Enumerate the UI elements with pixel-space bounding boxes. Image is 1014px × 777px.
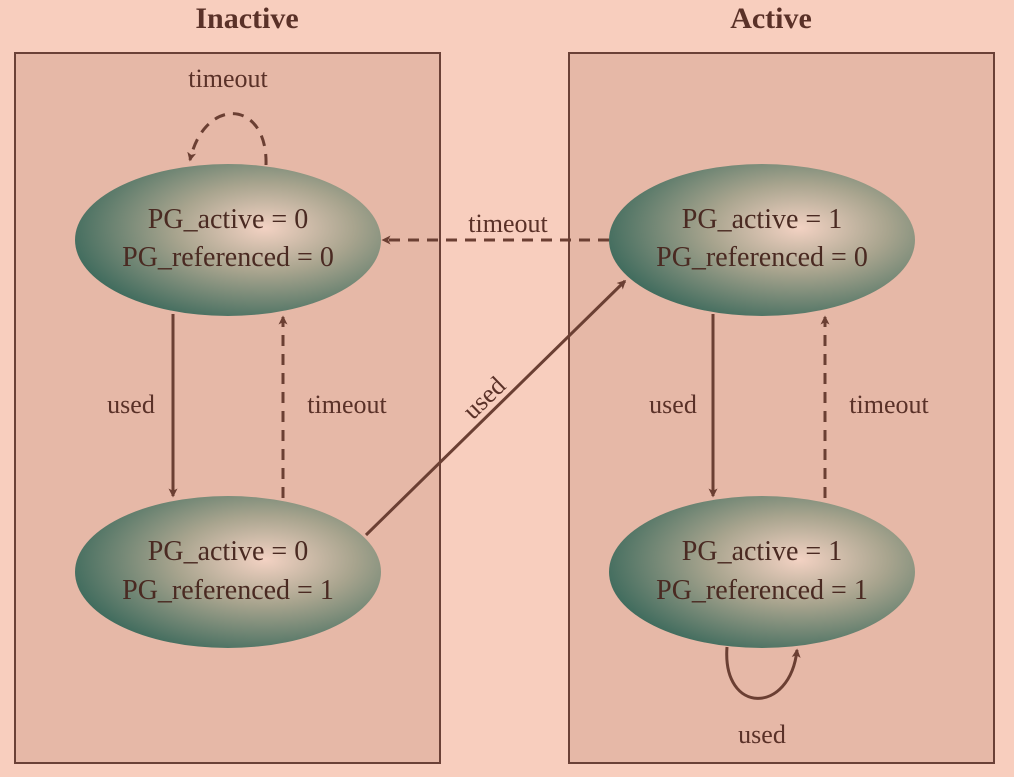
node-active-referenced: PG_active = 1 PG_referenced = 1 xyxy=(609,496,915,648)
node-active-flag: PG_active = 0 xyxy=(148,536,308,567)
inactive-self-loop-edge xyxy=(187,112,268,166)
active-group-title: Active xyxy=(730,2,812,35)
node-referenced-flag: PG_referenced = 0 xyxy=(656,242,868,273)
node-ellipse xyxy=(609,164,915,316)
active-used-label: used xyxy=(649,390,697,419)
inactive-group-title: Inactive xyxy=(195,2,298,35)
node-referenced-flag: PG_referenced = 1 xyxy=(122,575,334,606)
active-to-inactive-timeout-label: timeout xyxy=(468,209,548,238)
node-active-flag: PG_active = 0 xyxy=(148,204,308,235)
node-inactive-unreferenced: PG_active = 0 PG_referenced = 0 xyxy=(75,164,381,316)
inactive-self-loop-label: timeout xyxy=(188,64,268,93)
active-timeout-label: timeout xyxy=(849,390,929,419)
inactive-used-label: used xyxy=(107,390,155,419)
promote-used-edge xyxy=(364,279,627,537)
node-active-flag: PG_active = 1 xyxy=(682,536,842,567)
node-ellipse xyxy=(609,496,915,648)
inactive-timeout-label: timeout xyxy=(307,390,387,419)
node-inactive-referenced: PG_active = 0 PG_referenced = 1 xyxy=(75,496,381,648)
node-active-flag: PG_active = 1 xyxy=(682,204,842,235)
node-referenced-flag: PG_referenced = 1 xyxy=(656,575,868,606)
node-referenced-flag: PG_referenced = 0 xyxy=(122,242,334,273)
node-ellipse xyxy=(75,164,381,316)
active-self-loop-edge xyxy=(725,646,801,700)
active-group-box xyxy=(568,52,995,764)
node-active-unreferenced: PG_active = 1 PG_referenced = 0 xyxy=(609,164,915,316)
node-ellipse xyxy=(75,496,381,648)
active-self-loop-label: used xyxy=(738,720,786,749)
